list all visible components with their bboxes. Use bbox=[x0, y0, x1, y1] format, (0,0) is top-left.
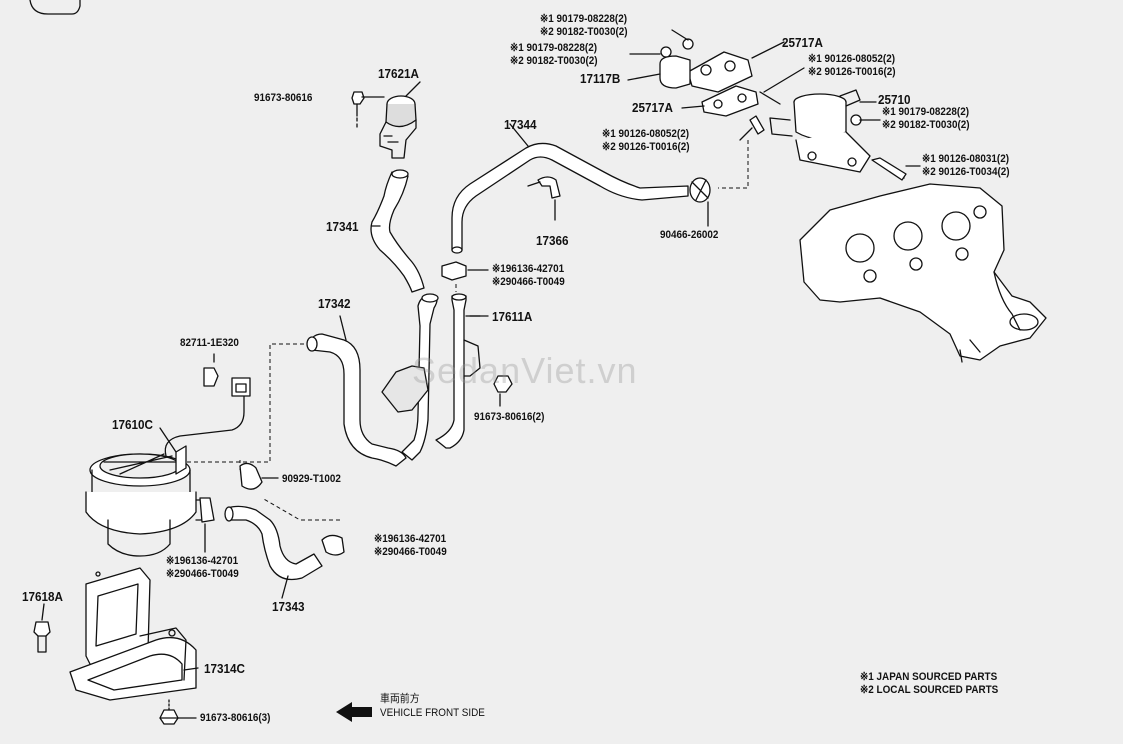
hose-17343 bbox=[227, 505, 323, 581]
label-90126-08031: ※1 90126-08031(2) bbox=[922, 153, 1010, 165]
label-290466-low: ※290466-T0049 bbox=[374, 546, 447, 558]
corner-remnant bbox=[29, 0, 81, 15]
label-90126-08052-r: ※1 90126-08052(2) bbox=[808, 53, 896, 65]
label-90126-T0016-r: ※2 90126-T0016(2) bbox=[808, 66, 896, 78]
bolt-top-left bbox=[351, 91, 365, 117]
label-17610C: 17610C bbox=[112, 417, 153, 432]
label-90179-b: ※1 90179-08228(2) bbox=[510, 42, 598, 54]
label-90929-T1002: 90929-T1002 bbox=[282, 473, 341, 485]
label-91673-80616: 91673-80616 bbox=[254, 92, 313, 104]
wire-harness bbox=[164, 393, 245, 457]
label-17366: 17366 bbox=[536, 233, 569, 248]
label-17342: 17342 bbox=[318, 296, 351, 311]
label-90182-a: ※2 90182-T0030(2) bbox=[540, 26, 628, 38]
label-17314C: 17314C bbox=[204, 661, 245, 676]
bolt-mid bbox=[493, 375, 513, 407]
nut-left bbox=[660, 46, 672, 58]
direction-label-en: VEHICLE FRONT SIDE bbox=[380, 707, 485, 719]
label-90126-T0016-l: ※2 90126-T0016(2) bbox=[602, 141, 690, 153]
connector-82711 bbox=[203, 367, 219, 387]
hose-17342 bbox=[311, 333, 407, 467]
label-91673-80616-3: 91673-80616(3) bbox=[200, 712, 271, 724]
label-90466-26002: 90466-26002 bbox=[660, 229, 719, 241]
hose-17341 bbox=[370, 171, 425, 293]
label-196136-top: ※196136-42701 bbox=[492, 263, 565, 275]
label-25717A-mid: 25717A bbox=[632, 100, 673, 115]
label-290466-left: ※290466-T0049 bbox=[166, 568, 239, 580]
clip-90466 bbox=[689, 177, 711, 227]
label-90182-c: ※2 90182-T0030(2) bbox=[882, 119, 970, 131]
label-17621A: 17621A bbox=[378, 66, 419, 81]
direction-label-jp: 車両前方 bbox=[380, 693, 420, 705]
label-17611A: 17611A bbox=[492, 309, 533, 324]
nut-top bbox=[682, 38, 694, 50]
air-pump-17610C bbox=[85, 445, 211, 557]
bracket-17314C bbox=[69, 567, 197, 701]
bolt-17618A bbox=[33, 621, 51, 653]
label-17343: 17343 bbox=[272, 599, 305, 614]
clamp-left bbox=[199, 497, 215, 523]
bracket-25717A bbox=[659, 51, 781, 117]
clamp-low bbox=[321, 534, 345, 556]
legend-note-2: ※2 LOCAL SOURCED PARTS bbox=[860, 684, 999, 696]
label-82711-1E320: 82711-1E320 bbox=[180, 337, 239, 349]
label-290466-top: ※290466-T0049 bbox=[492, 276, 565, 288]
label-25717A-top: 25717A bbox=[782, 35, 823, 50]
label-90179-a: ※1 90179-08228(2) bbox=[540, 13, 628, 25]
label-17344: 17344 bbox=[504, 117, 537, 132]
label-90126-08052-l: ※1 90126-08052(2) bbox=[602, 128, 690, 140]
exhaust-manifold bbox=[799, 183, 1047, 363]
label-91673-80616-2: 91673-80616(2) bbox=[474, 411, 545, 423]
air-filter-17621A bbox=[379, 95, 417, 159]
label-17117B: 17117B bbox=[580, 71, 621, 86]
grommet-90929 bbox=[239, 462, 263, 490]
clamp-17366 bbox=[527, 176, 561, 221]
label-90179-c: ※1 90179-08228(2) bbox=[882, 106, 970, 118]
label-17341: 17341 bbox=[326, 219, 359, 234]
label-17618A: 17618A bbox=[22, 589, 63, 604]
legend-note-1: ※1 JAPAN SOURCED PARTS bbox=[860, 671, 998, 683]
label-90126-T0034: ※2 90126-T0034(2) bbox=[922, 166, 1010, 178]
pipe-17611A bbox=[381, 293, 481, 461]
label-196136-low: ※196136-42701 bbox=[374, 533, 447, 545]
label-25710: 25710 bbox=[878, 92, 911, 107]
front-arrow bbox=[336, 702, 372, 722]
valve-25710 bbox=[769, 89, 871, 173]
clamp-top bbox=[441, 261, 467, 281]
label-196136-left: ※196136-42701 bbox=[166, 555, 239, 567]
label-90182-b: ※2 90182-T0030(2) bbox=[510, 55, 598, 67]
bolt-bottom bbox=[159, 699, 179, 725]
hose-17344 bbox=[451, 142, 689, 251]
watermark: SedanViet.vn bbox=[412, 350, 638, 391]
